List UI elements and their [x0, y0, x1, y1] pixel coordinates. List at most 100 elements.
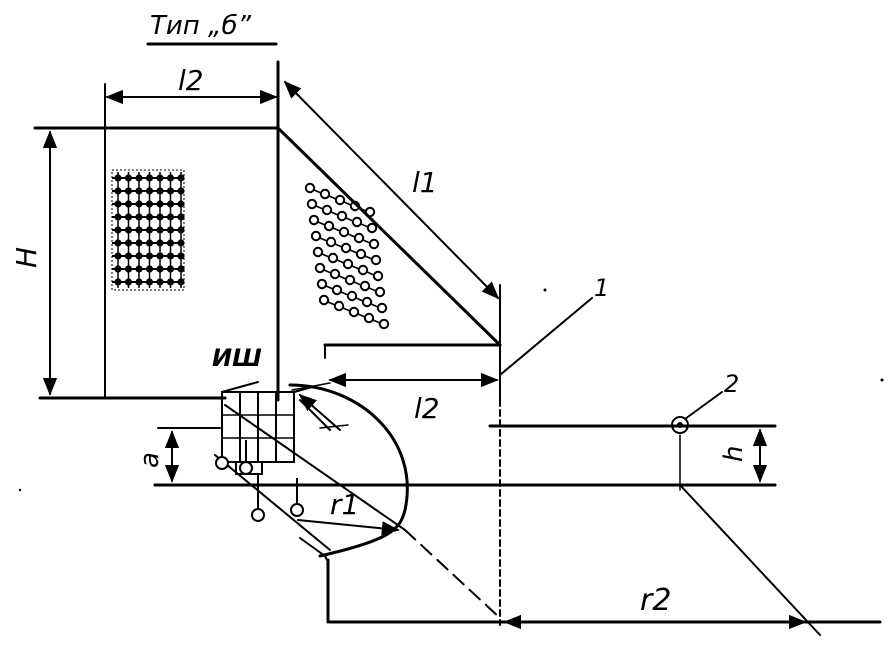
svg-text:H: H: [10, 247, 43, 268]
charge-block: ИШ: [212, 344, 317, 475]
slant-link: [349, 249, 358, 254]
dimension-r1: r1: [297, 488, 400, 536]
svg-text:l1: l1: [412, 166, 438, 199]
slant-link: [340, 291, 349, 296]
slant-hole: [357, 264, 369, 276]
slant-link: [336, 259, 345, 264]
slant-link: [325, 285, 334, 290]
slant-link: [366, 271, 375, 276]
dimension-H: H: [10, 130, 58, 396]
slant-hole: [304, 182, 316, 194]
dimension-l1: l1: [283, 80, 500, 300]
dimension-a: a: [135, 427, 221, 483]
slant-link: [372, 319, 381, 324]
slant-hole: [321, 204, 333, 216]
marker-2: 2: [671, 370, 739, 491]
slant-hole: [378, 318, 390, 330]
slant-link: [330, 211, 339, 216]
slant-hole: [370, 254, 382, 266]
slant-hole: [329, 268, 341, 280]
svg-text:l2: l2: [414, 392, 440, 425]
slant-hole: [353, 232, 365, 244]
slant-link: [315, 205, 324, 210]
slant-hole: [342, 258, 354, 270]
slant-link: [347, 233, 356, 238]
slant-hole: [361, 296, 373, 308]
slant-link: [323, 269, 332, 274]
slant-hole: [323, 220, 335, 232]
slant-link: [342, 307, 351, 312]
slant-hole: [348, 306, 360, 318]
slant-hole: [306, 198, 318, 210]
slant-hole: [336, 210, 348, 222]
svg-text:Тип „б”: Тип „б”: [150, 11, 252, 41]
slant-hole: [333, 300, 345, 312]
slant-hole: [368, 238, 380, 250]
slant-hole: [340, 242, 352, 254]
slant-hole: [331, 284, 343, 296]
slant-link: [328, 195, 337, 200]
slant-hole: [316, 278, 328, 290]
slant-link: [332, 227, 341, 232]
slant-link: [317, 221, 326, 226]
slant-hole: [318, 294, 330, 306]
dimension-l2-mid: l2: [328, 372, 499, 425]
horizontal-lines: [153, 424, 882, 624]
svg-text:ИШ: ИШ: [212, 344, 262, 372]
svg-text:2: 2: [724, 370, 739, 398]
slant-link: [345, 217, 354, 222]
slant-hole: [325, 236, 337, 248]
dimension-l2-top: l2: [105, 64, 278, 105]
slant-hole: [346, 290, 358, 302]
slant-link: [370, 303, 379, 308]
slant-hole: [376, 302, 388, 314]
slant-link: [360, 223, 369, 228]
slant-hole: [366, 222, 378, 234]
blast-curve: [288, 383, 409, 563]
slant-hole: [355, 248, 367, 260]
svg-text:h: h: [719, 446, 749, 462]
slant-link: [362, 239, 371, 244]
slant-link: [357, 313, 366, 318]
slant-hole: [310, 230, 322, 242]
slant-link: [343, 201, 352, 206]
slant-link: [313, 189, 322, 194]
slant-hole: [374, 286, 386, 298]
stray-marks: [18, 288, 884, 492]
svg-text:a: a: [135, 452, 165, 468]
slant-hole: [364, 206, 376, 218]
slant-hole: [338, 226, 350, 238]
pointer-1: 1: [499, 274, 609, 376]
slant-hole: [363, 312, 375, 324]
slant-hole: [372, 270, 384, 282]
slant-link: [353, 281, 362, 286]
slant-link: [338, 275, 347, 280]
slant-hole: [334, 194, 346, 206]
slant-hole: [351, 216, 363, 228]
slant-link: [368, 287, 377, 292]
slant-hole: [344, 274, 356, 286]
slant-link: [351, 265, 360, 270]
slant-link: [355, 297, 364, 302]
slant-hole: [359, 280, 371, 292]
slant-hole: [312, 246, 324, 258]
slant-link: [319, 237, 328, 242]
detonator-holes: [215, 430, 304, 522]
hole-grid-front-dots: [112, 172, 185, 288]
svg-text:l2: l2: [178, 64, 204, 97]
svg-text:1: 1: [594, 274, 609, 302]
diagonals: [214, 399, 821, 636]
slant-hole: [319, 188, 331, 200]
slant-link: [321, 253, 330, 258]
type-title: Тип „б”: [146, 11, 278, 46]
svg-text:r1: r1: [330, 488, 359, 521]
slant-hole: [314, 262, 326, 274]
slant-hole: [308, 214, 320, 226]
slant-link: [364, 255, 373, 260]
dimension-h: h: [719, 428, 768, 483]
svg-text:r2: r2: [640, 583, 671, 618]
hole-grid-slanted: [304, 182, 390, 330]
slant-hole: [327, 252, 339, 264]
left-face: [33, 60, 280, 402]
